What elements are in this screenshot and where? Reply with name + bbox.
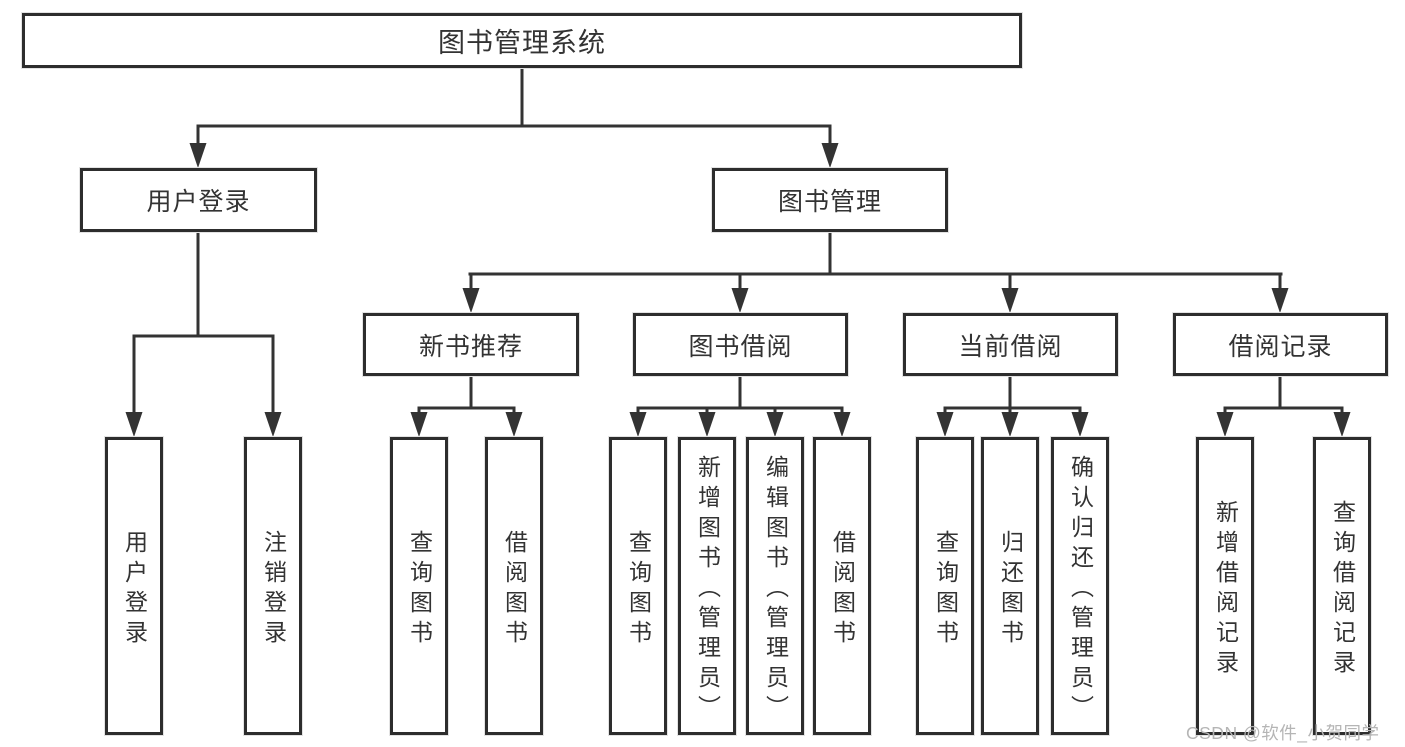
node-library-management-system: 图书管理系统 bbox=[22, 13, 1022, 68]
node-new-book-recommend: 新书推荐 bbox=[363, 313, 579, 376]
node-leaf-borrow-books-2: 借阅图书 bbox=[813, 437, 871, 735]
node-label: 新书推荐 bbox=[418, 332, 523, 361]
node-borrowing-records: 借阅记录 bbox=[1173, 313, 1388, 376]
node-label: 新增借阅记录 bbox=[1212, 499, 1239, 680]
node-user-login-branch: 用户登录 bbox=[80, 168, 317, 232]
node-label: 编辑图书（管理员） bbox=[762, 454, 789, 725]
node-label: 借阅图书 bbox=[501, 529, 528, 650]
node-label: 查询图书 bbox=[406, 529, 433, 650]
node-book-management-branch: 图书管理 bbox=[712, 168, 948, 232]
node-label: 借阅图书 bbox=[829, 529, 856, 650]
node-label: 确认归还（管理员） bbox=[1067, 454, 1094, 725]
node-leaf-logout: 注销登录 bbox=[244, 437, 302, 735]
node-current-borrowing: 当前借阅 bbox=[903, 313, 1118, 376]
node-label: 图书管理 bbox=[777, 188, 882, 216]
node-label: 当前借阅 bbox=[958, 332, 1063, 361]
node-leaf-return-books: 归还图书 bbox=[981, 437, 1039, 735]
node-label: 借阅记录 bbox=[1228, 332, 1333, 361]
node-label: 注销登录 bbox=[260, 529, 287, 650]
user-login-subtree-connector bbox=[125, 230, 282, 437]
node-label: 图书借阅 bbox=[688, 332, 793, 361]
node-leaf-add-books-admin: 新增图书（管理员） bbox=[678, 437, 736, 735]
node-label: 查询借阅记录 bbox=[1329, 499, 1356, 680]
node-book-borrowing: 图书借阅 bbox=[633, 313, 848, 376]
borrow-records-subtree-connector bbox=[1216, 374, 1351, 437]
node-label: 查询图书 bbox=[932, 529, 959, 650]
new-books-subtree-connector bbox=[410, 374, 523, 437]
node-label: 查询图书 bbox=[625, 529, 652, 650]
node-label: 图书管理系统 bbox=[438, 28, 606, 58]
node-leaf-query-books-3: 查询图书 bbox=[916, 437, 974, 735]
book-borrow-subtree-connector bbox=[629, 374, 851, 437]
node-leaf-user-login: 用户登录 bbox=[105, 437, 163, 735]
node-label: 归还图书 bbox=[997, 529, 1024, 650]
node-label: 新增图书（管理员） bbox=[694, 454, 721, 725]
book-mgmt-subtree-connector bbox=[462, 230, 1289, 313]
node-label: 用户登录 bbox=[146, 188, 251, 216]
root-to-level2-connector bbox=[189, 66, 839, 168]
node-leaf-edit-books-admin: 编辑图书（管理员） bbox=[746, 437, 804, 735]
node-leaf-add-borrow-record: 新增借阅记录 bbox=[1196, 437, 1254, 735]
node-leaf-confirm-return-admin: 确认归还（管理员） bbox=[1051, 437, 1109, 735]
csdn-watermark: CSDN @软件_小贺同学 bbox=[1186, 723, 1380, 743]
node-leaf-query-borrow-record: 查询借阅记录 bbox=[1313, 437, 1371, 735]
node-leaf-query-books-2: 查询图书 bbox=[609, 437, 667, 735]
node-leaf-borrow-books-1: 借阅图书 bbox=[485, 437, 543, 735]
current-borrow-subtree-connector bbox=[936, 374, 1089, 437]
node-leaf-query-books-1: 查询图书 bbox=[390, 437, 448, 735]
node-label: 用户登录 bbox=[121, 529, 148, 650]
